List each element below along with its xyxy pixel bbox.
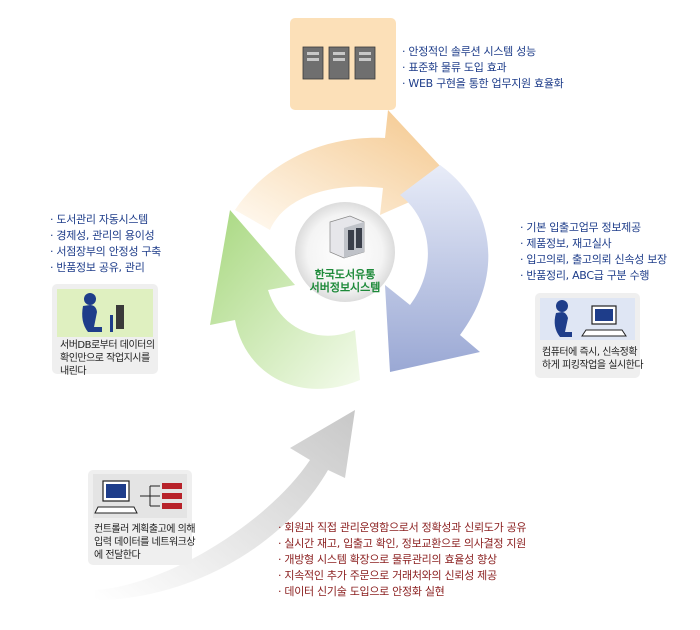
- operator-icon: [82, 293, 124, 332]
- list-item: · 데이터 신기술 도입으로 안정화 실현: [278, 585, 445, 598]
- list-item: · 입고의뢰, 출고의뢰 신속성 보장: [520, 253, 667, 266]
- left-bullet-list: · 도서관리 자동시스템 · 경제성, 관리의 용이성 · 서점장부의 안정성 …: [50, 212, 161, 276]
- list-item: · 개방형 시스템 확장으로 물류관리의 효율성 향상: [278, 553, 497, 566]
- caption-line: 에 전달한다: [94, 550, 141, 561]
- bottom-left-panel-caption: 컨트롤러 계획출고에 의해 입력 데이터를 네트워크상 에 전달한다: [94, 523, 196, 562]
- list-item: · 반품정보 공유, 관리: [50, 261, 145, 274]
- left-panel-figure-bg: [57, 289, 153, 337]
- caption-line: 컨트롤러 계획출고에 의해: [94, 524, 196, 535]
- green-arrow: [210, 210, 360, 389]
- list-item: · 회원과 직접 관리운영함으로서 정확성과 신뢰도가 공유: [278, 521, 527, 534]
- caption-line: 컴퓨터에 즉시, 신속정확: [542, 347, 638, 358]
- list-item: · 서점장부의 안정성 구축: [50, 245, 161, 258]
- caption-line: 입력 데이터를 네트워크상: [94, 537, 196, 548]
- caption-line: 내린다: [60, 366, 87, 377]
- left-panel-caption: 서버DB로부터 데이터의 확인만으로 작업지시를 내린다: [60, 339, 155, 378]
- servers-icon: [302, 46, 376, 80]
- caption-line: 서버DB로부터 데이터의: [60, 340, 155, 351]
- list-item: · 실시간 재고, 입출고 확인, 정보교환으로 의사결정 지원: [278, 537, 527, 550]
- list-item: · 제품정보, 재고실사: [520, 237, 612, 250]
- list-item: · 도서관리 자동시스템: [50, 213, 148, 226]
- blue-arrow: [385, 165, 489, 372]
- network-computer-icon: [94, 480, 182, 514]
- caption-line: 확인만으로 작업지시를: [60, 353, 150, 364]
- center-label-line1: 한국도서유통: [315, 267, 376, 281]
- orange-arrow: [235, 110, 455, 230]
- list-item: · 기본 입출고업무 정보제공: [520, 221, 641, 234]
- right-panel-caption: 컴퓨터에 즉시, 신속정확 하게 피킹작업을 실시한다: [542, 346, 644, 372]
- center-label-line2: 서버정보시스템: [310, 280, 381, 294]
- caption-line: 하게 피킹작업을 실시한다: [542, 360, 644, 371]
- list-item: · 경제성, 관리의 용이성: [50, 229, 155, 242]
- list-item: · 안정적인 솔루션 시스템 성능: [402, 45, 536, 58]
- list-item: · WEB 구현을 통한 업무지원 효율화: [402, 77, 564, 90]
- bottom-bullet-list: · 회원과 직접 관리운영함으로서 정확성과 신뢰도가 공유 · 실시간 재고,…: [278, 520, 527, 600]
- operator-computer-icon: [554, 300, 627, 337]
- server-icon: [329, 215, 365, 259]
- list-item: · 표준화 물류 도입 효과: [402, 61, 507, 74]
- gray-arrow: [95, 410, 355, 600]
- top-bullet-list: · 안정적인 솔루션 시스템 성능 · 표준화 물류 도입 효과 · WEB 구…: [402, 44, 564, 92]
- right-bullet-list: · 기본 입출고업무 정보제공 · 제품정보, 재고실사 · 입고의뢰, 출고의…: [520, 220, 667, 284]
- list-item: · 지속적인 추가 주문으로 거래처와의 신뢰성 제공: [278, 569, 497, 582]
- list-item: · 반품정리, ABC급 구분 수행: [520, 269, 650, 282]
